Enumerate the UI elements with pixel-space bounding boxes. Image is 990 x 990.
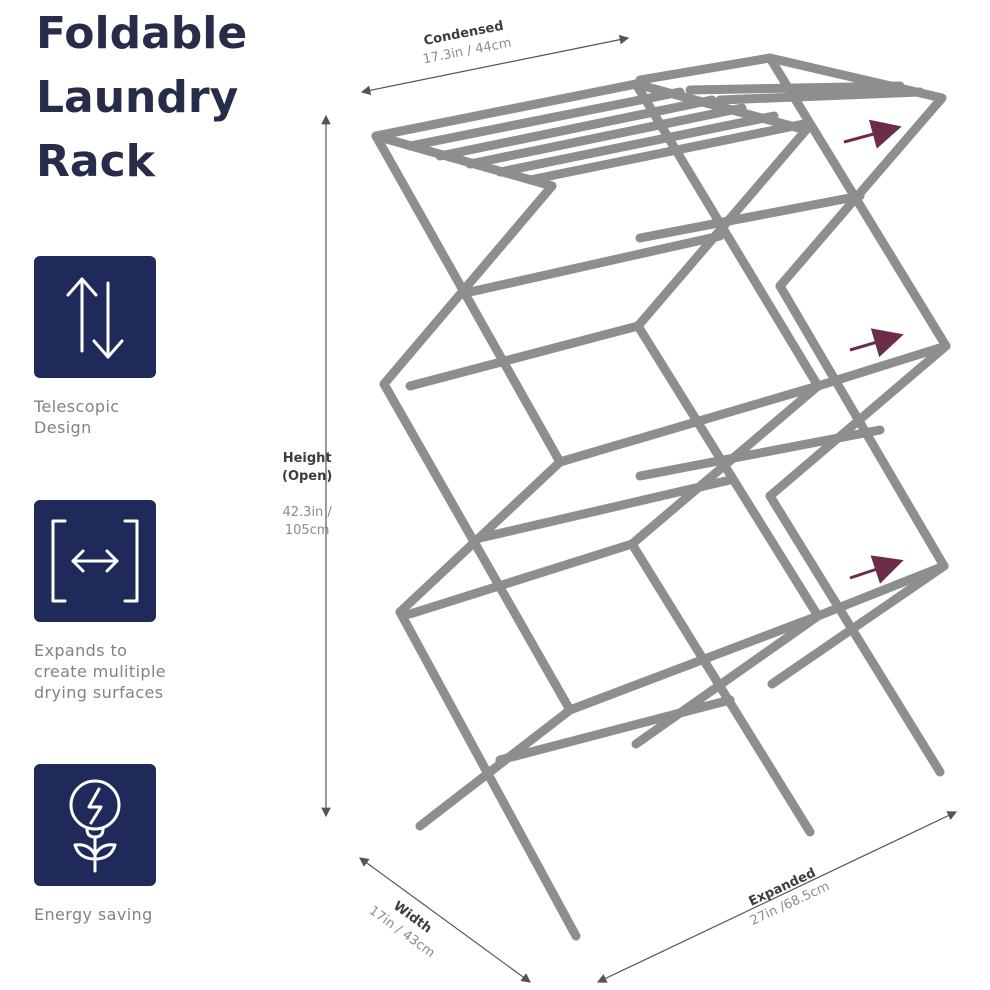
width-dimension-line	[359, 857, 531, 983]
height-value: 42.3in / 105cm	[282, 505, 332, 538]
expand-arrows-icon	[34, 500, 156, 622]
rack-frame	[371, 53, 951, 941]
lightbulb-leaf-icon	[34, 764, 156, 886]
feature-expands: Expands to create mulitiple drying surfa…	[34, 500, 234, 703]
expanded-dimension-line	[596, 811, 958, 983]
vertical-arrows-icon	[34, 256, 156, 378]
feature-label: Expands to create mulitiple drying surfa…	[34, 641, 167, 702]
condensed-dimension-line	[360, 34, 630, 96]
page-title: Foldable Laundry Rack	[36, 8, 248, 187]
feature-label: Telescopic Design	[34, 397, 120, 437]
feature-telescopic: Telescopic Design	[34, 256, 234, 438]
feature-energy: Energy saving	[34, 764, 234, 925]
expand-direction-arrows	[843, 119, 904, 584]
height-label: Height (Open)	[282, 451, 333, 484]
feature-label: Energy saving	[34, 905, 153, 924]
height-dimension: Height (Open) 42.3in / 105cm	[282, 432, 332, 540]
